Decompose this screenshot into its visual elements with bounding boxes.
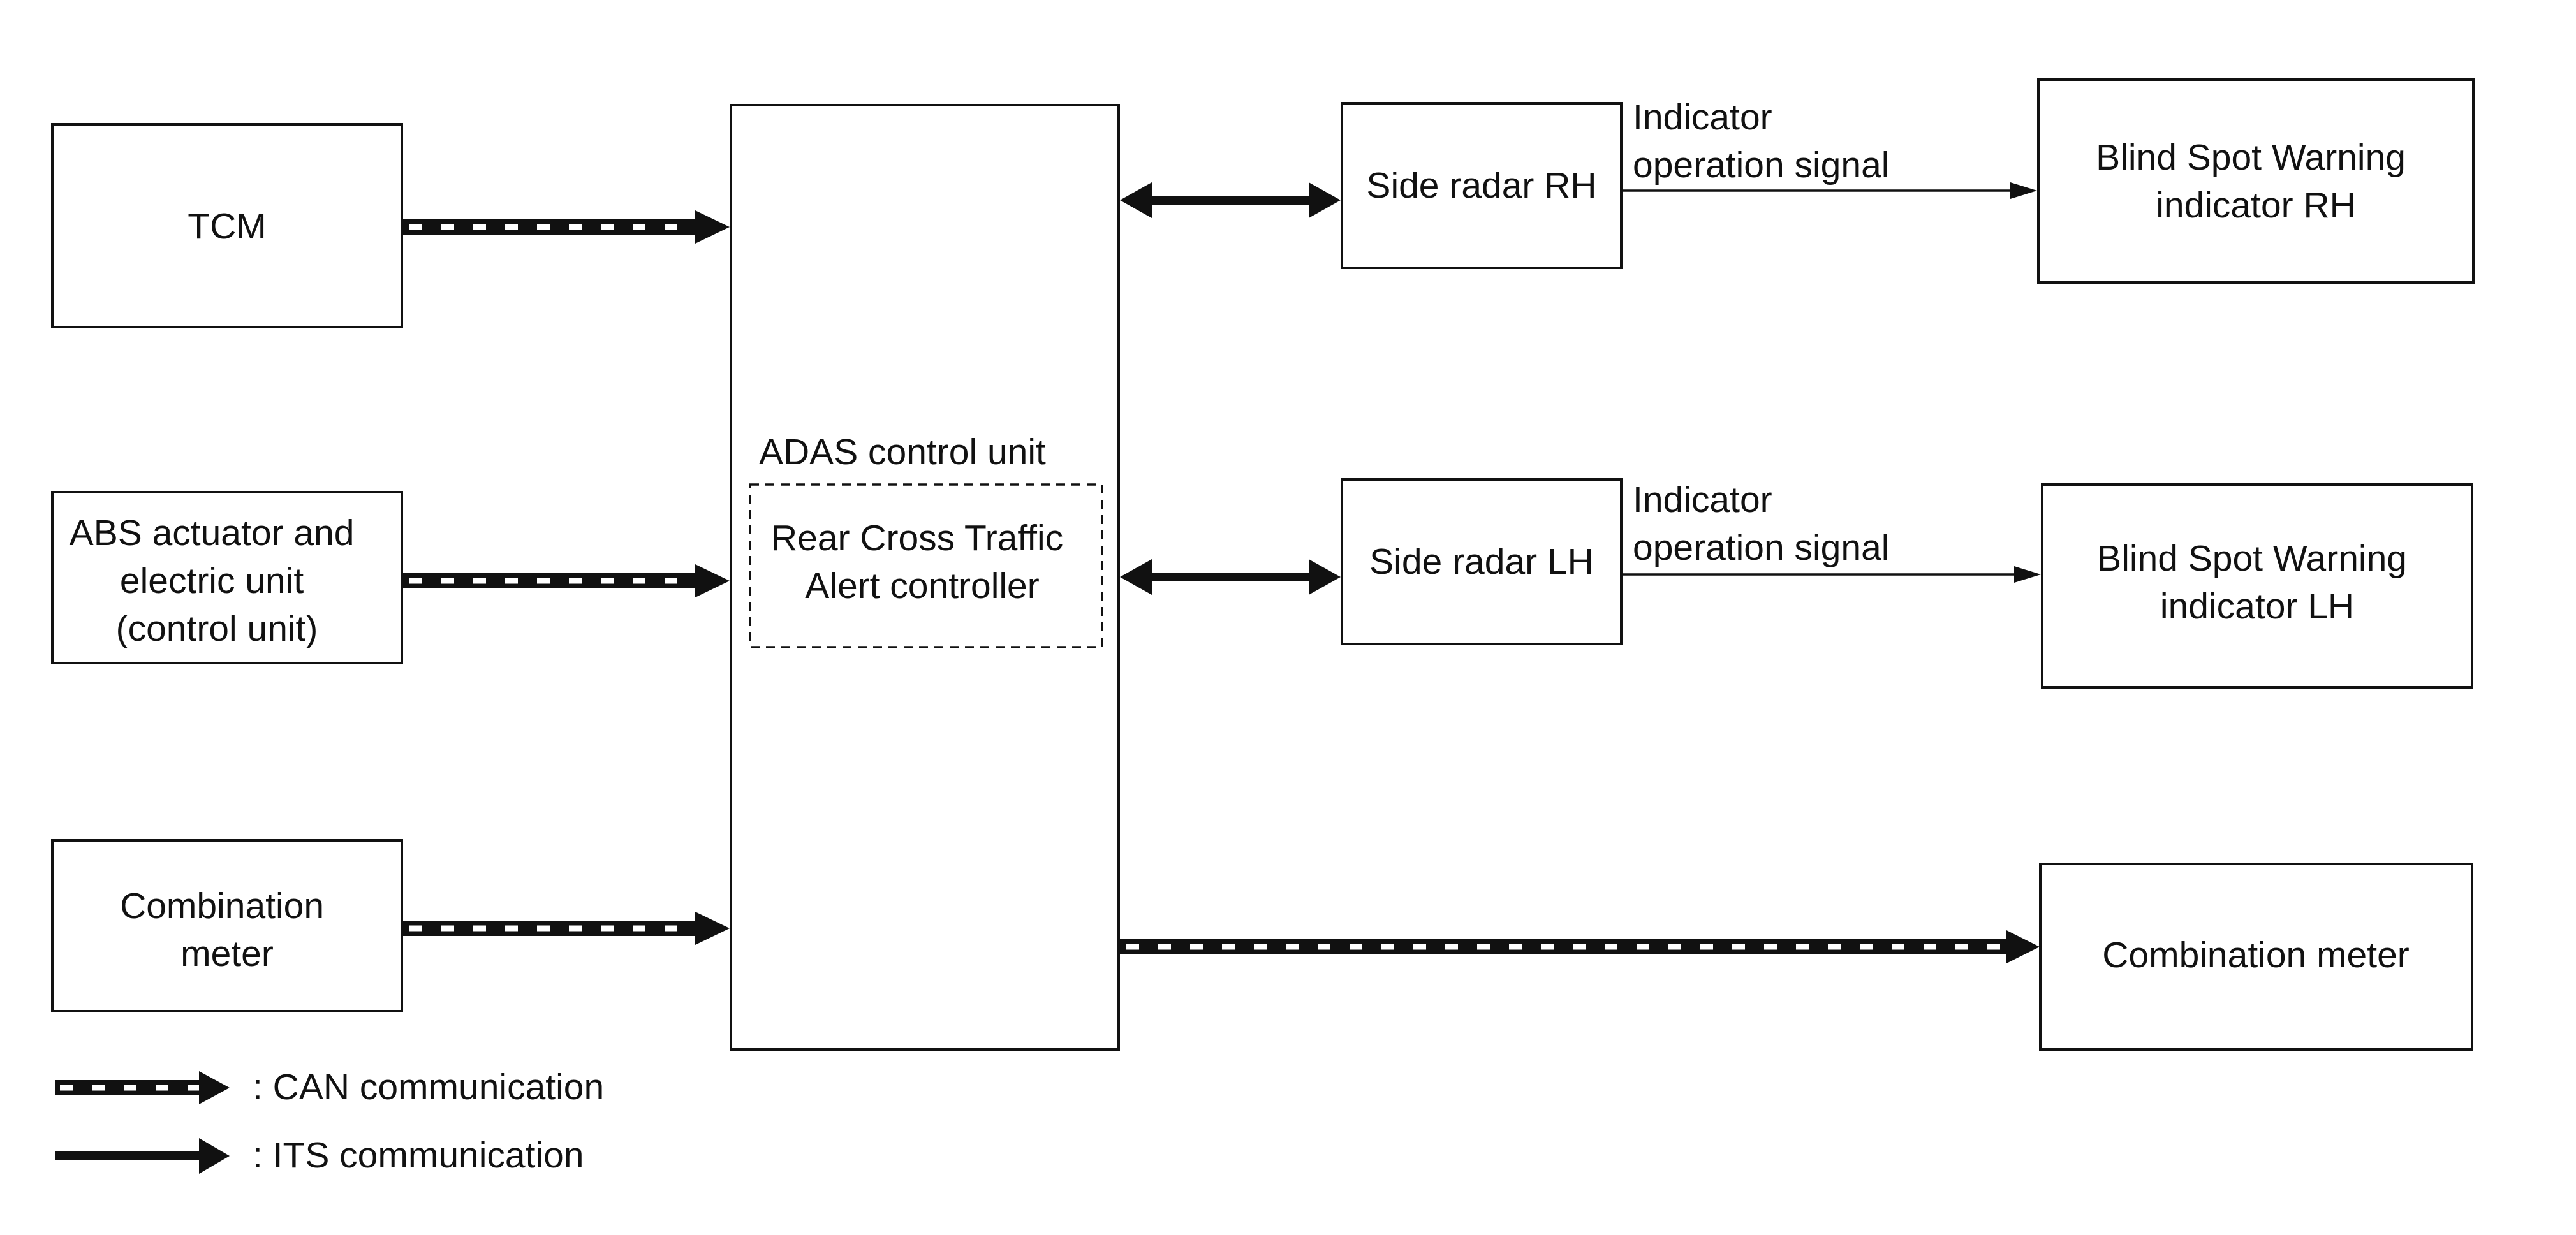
can-arrow-adas-to-combo-right [1120,930,2040,963]
combination-meter-left-block: Combination meter [51,839,403,1012]
abs-label: ABS actuator and electric unit (control … [70,513,365,649]
signal-label-lh: Indicator operation signal [1633,479,1889,568]
legend-can-swatch [55,1071,230,1104]
abs-label-line-3: (control unit) [116,608,318,649]
combination-meter-left-line-2: meter [180,933,274,974]
rcta-controller-box [749,483,1103,648]
can-arrow-abs-to-adas [403,564,730,597]
side-radar-lh-label: Side radar LH [1369,541,1594,582]
combination-meter-left-label: Combination meter [120,886,334,974]
adas-control-unit-label: ADAS control unit [759,432,1046,472]
abs-label-line-1: ABS actuator and [70,513,355,553]
rcta-label-line-2: Alert controller [805,566,1039,606]
signal-label-rh: Indicator operation signal [1633,97,1889,186]
combination-meter-left-line-1: Combination [120,886,324,926]
legend-its-label: : ITS communication [253,1135,584,1176]
tcm-label: TCM [188,206,266,247]
bsw-indicator-lh-block: Blind Spot Warning indicator LH [2041,483,2473,689]
combination-meter-right-label: Combination meter [2102,935,2410,976]
signal-lh-line-2: operation signal [1633,527,1889,568]
bsw-lh-line-1: Blind Spot Warning [2097,538,2407,579]
bsw-rh-line-1: Blind Spot Warning [2096,137,2406,178]
abs-block: ABS actuator and electric unit (control … [51,491,403,664]
signal-rh-line-2: operation signal [1633,145,1889,186]
adas-control-unit-block: ADAS control unit Rear Cross Traffic Ale… [730,104,1120,1051]
bsw-indicator-rh-label: Blind Spot Warning indicator RH [2096,137,2416,226]
signal-arrow-radar-rh-to-bsw-rh: Indicator operation signal [1623,97,2037,199]
can-arrow-combo-to-adas [403,912,730,945]
legend-can-label: : CAN communication [253,1067,604,1107]
its-arrow-adas-radar-rh [1120,182,1341,218]
side-radar-lh-block: Side radar LH [1341,478,1623,645]
bsw-lh-line-2: indicator LH [2160,586,2354,627]
can-arrow-tcm-to-adas [403,210,730,244]
rcta-controller-label: Rear Cross Traffic Alert controller [771,518,1073,606]
signal-arrow-radar-lh-to-bsw-lh: Indicator operation signal [1623,479,2041,583]
tcm-block: TCM [51,123,403,328]
combination-meter-right-block: Combination meter [2039,863,2473,1051]
side-radar-rh-label: Side radar RH [1366,165,1596,206]
bsw-indicator-rh-block: Blind Spot Warning indicator RH [2037,78,2475,284]
its-arrow-adas-radar-lh [1120,559,1341,595]
legend-its-swatch [55,1138,230,1174]
rcta-label-line-1: Rear Cross Traffic [771,518,1063,559]
bsw-rh-line-2: indicator RH [2156,185,2356,226]
side-radar-rh-block: Side radar RH [1341,102,1623,269]
legend: : CAN communication : ITS communication [55,1067,604,1176]
bsw-indicator-lh-label: Blind Spot Warning indicator LH [2097,538,2417,627]
signal-lh-line-1: Indicator [1633,479,1772,520]
abs-label-line-2: electric unit [120,560,304,601]
signal-rh-line-1: Indicator [1633,97,1772,138]
